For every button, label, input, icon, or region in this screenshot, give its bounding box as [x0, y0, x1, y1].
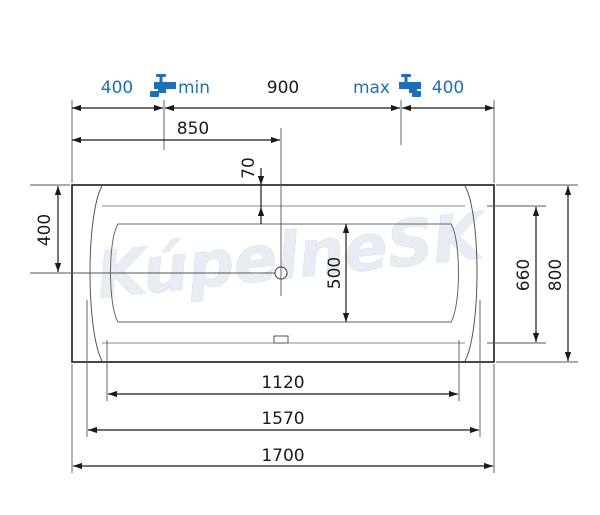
bathtub-inner-shape	[89, 185, 478, 362]
bottom-extension-lines	[71, 300, 495, 473]
inner-depth-label: 500	[325, 257, 345, 289]
bathtub-outline	[71, 184, 495, 363]
watermark-text: KúpelneSK	[93, 200, 490, 315]
right-faucet-offset-label: 400	[432, 78, 464, 98]
overflow-icon	[273, 335, 289, 344]
faucet-spacing-label: 900	[267, 78, 299, 98]
inner-length-label: 1570	[261, 409, 304, 429]
max-label: max	[353, 78, 390, 98]
right-extension-lines	[487, 184, 578, 363]
outer-width-label: 800	[546, 259, 566, 291]
drain-offset-vertical-label: 400	[35, 214, 55, 246]
min-label: min	[178, 78, 210, 98]
left-extension-lines	[30, 184, 275, 274]
floor-length-label: 1120	[261, 373, 304, 393]
outer-length-label: 1700	[261, 446, 304, 466]
rim-depth-label: 70	[239, 157, 259, 179]
left-faucet-offset-label: 400	[101, 78, 133, 98]
drain-offset-horizontal-label: 850	[177, 119, 209, 139]
inner-width-label: 660	[514, 259, 534, 291]
faucet-icon-min	[150, 74, 176, 97]
faucet-icon-max	[399, 74, 421, 97]
